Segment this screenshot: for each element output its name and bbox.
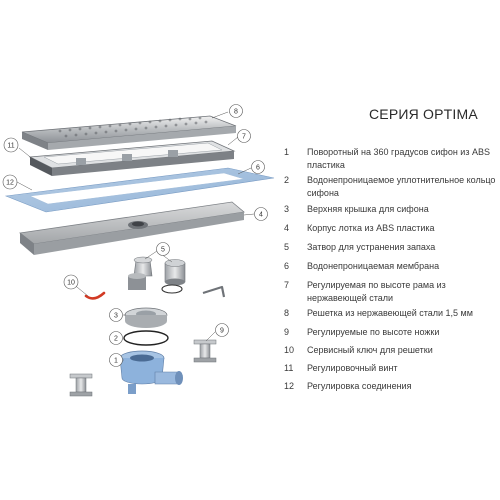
svg-text:7: 7 (242, 134, 246, 141)
legend-number: 2 (284, 175, 290, 185)
legend-item: 1 Поворотный на 360 градусов сифон из AB… (284, 146, 497, 171)
legend-text: Корпус лотка из ABS пластика (307, 223, 435, 233)
legend-number: 7 (284, 280, 290, 290)
legend-text: Регулируемая по высоте рама из нержавеющ… (307, 280, 446, 303)
legend-number: 9 (284, 327, 290, 337)
legend-number: 11 (284, 363, 294, 373)
callout-8: 8 (229, 104, 243, 118)
odor-trap-part (128, 256, 186, 290)
legend-number: 10 (284, 345, 295, 355)
legend-number: 1 (284, 147, 290, 157)
legend-number: 5 (284, 242, 290, 252)
svg-text:4: 4 (259, 212, 263, 219)
trough-part (19, 201, 245, 255)
legend-text: Поворотный на 360 градусов сифон из ABS … (307, 147, 490, 170)
svg-text:5: 5 (161, 247, 165, 254)
membrane-part (4, 167, 275, 213)
leg-part-left (69, 373, 93, 397)
o-ring-part (123, 330, 169, 346)
legend-text: Регулировочный винт (307, 363, 398, 373)
exploded-diagram: 8 7 11 6 12 4 5 10 (2, 104, 275, 397)
hex-key-part (202, 285, 226, 298)
legend-item: 2 Водонепроницаемое уплотнительное кольц… (284, 174, 497, 199)
legend-item: 4 Корпус лотка из ABS пластика (284, 222, 497, 235)
callout-7: 7 (237, 129, 251, 143)
svg-text:3: 3 (114, 313, 118, 320)
legend-text: Верхняя крышка для сифона (307, 204, 429, 214)
svg-text:11: 11 (7, 143, 14, 150)
callout-1: 1 (109, 353, 123, 367)
legend-number: 4 (284, 223, 290, 233)
legend-text: Водонепроницаемое уплотнительное кольцо … (307, 175, 496, 198)
legend-number: 6 (284, 261, 290, 271)
callout-6: 6 (251, 160, 265, 174)
callout-11: 11 (3, 137, 19, 153)
legend-item: 7 Регулируемая по высоте рама из нержаве… (284, 279, 497, 304)
svg-text:8: 8 (234, 109, 238, 116)
callout-5: 5 (156, 242, 170, 256)
legend-text: Регулировка соединения (307, 381, 412, 391)
legend-number: 3 (284, 204, 290, 214)
small-ring-part (161, 284, 183, 294)
legend-text: Сервисный ключ для решетки (307, 345, 433, 355)
legend-number: 8 (284, 308, 290, 318)
svg-text:9: 9 (220, 328, 224, 335)
svg-text:2: 2 (114, 336, 118, 343)
svg-text:6: 6 (256, 165, 260, 172)
legend-item: 9 Регулируемые по высоте ножки (284, 326, 497, 339)
service-key-part (84, 291, 106, 300)
legend-item: 5 Затвор для устранения запаха (284, 241, 497, 254)
callout-4: 4 (254, 207, 268, 221)
svg-text:10: 10 (67, 280, 75, 287)
legend-item: 10 Сервисный ключ для решетки (284, 344, 497, 357)
legend-item: 12 Регулировка соединения (284, 380, 497, 393)
callout-3: 3 (109, 308, 123, 322)
callout-10: 10 (63, 274, 79, 290)
legend-number: 12 (284, 381, 295, 391)
legend-text: Регулируемые по высоте ножки (307, 327, 440, 337)
svg-text:1: 1 (114, 358, 118, 365)
legend-item: 3 Верхняя крышка для сифона (284, 203, 497, 216)
frame-part (28, 140, 236, 176)
siphon-cover-part (124, 307, 168, 328)
leg-part-right (193, 339, 217, 363)
legend-item: 8 Решетка из нержавеющей стали 1,5 мм (284, 307, 497, 320)
legend-text: Затвор для устранения запаха (307, 242, 436, 252)
legend-text: Водонепроницаемая мембрана (307, 261, 440, 271)
series-title: СЕРИЯ OPTIMA (369, 106, 478, 122)
siphon-part (119, 350, 183, 394)
callout-2: 2 (109, 331, 123, 345)
legend-item: 11 Регулировочный винт (284, 362, 497, 375)
legend-text: Решетка из нержавеющей стали 1,5 мм (307, 308, 473, 318)
svg-text:12: 12 (6, 180, 14, 187)
grate-part (21, 115, 237, 150)
legend-item: 6 Водонепроницаемая мембрана (284, 260, 497, 273)
callout-12: 12 (2, 174, 18, 190)
callout-9: 9 (215, 323, 229, 337)
